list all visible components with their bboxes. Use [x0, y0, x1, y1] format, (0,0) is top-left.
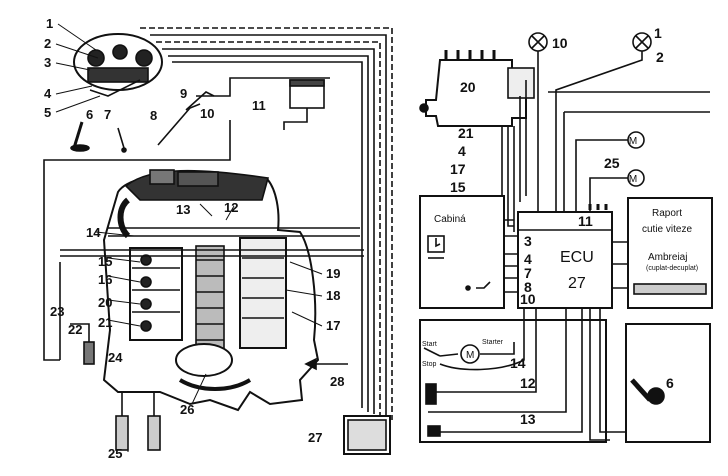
callout-3: 3	[44, 55, 51, 70]
callout-lamp-1: 1	[654, 25, 662, 41]
clutch-title: Ambreiaj	[648, 252, 687, 263]
callout-16: 16	[98, 272, 112, 287]
callout-7: 7	[104, 107, 111, 122]
callout-24: 24	[108, 350, 123, 365]
motor-symbol-2: M	[629, 174, 637, 185]
callout-21: 21	[98, 315, 112, 330]
callout-wire-4: 4	[458, 143, 466, 159]
callout-2: 2	[44, 36, 51, 51]
ecu-pin-10: 10	[520, 291, 536, 307]
starter-start: Start	[422, 341, 437, 348]
callout-wire-13: 13	[520, 411, 536, 427]
ecu-pin-8: 8	[524, 279, 532, 295]
callout-10: 10	[200, 106, 214, 121]
starter-label: Starter	[482, 339, 504, 346]
clutch-subtitle: (cuplat-decuplat)	[646, 265, 698, 272]
starter-stop: Stop	[422, 361, 437, 368]
callout-wire-15: 15	[450, 179, 466, 195]
ecu-pin-3: 3	[524, 233, 532, 249]
callout-motor-25: 25	[604, 155, 620, 171]
callout-17: 17	[326, 318, 340, 333]
callout-lamp-10: 10	[552, 35, 568, 51]
callout-pump-20: 20	[460, 79, 476, 95]
ecu-pin-4: 4	[524, 251, 532, 267]
callout-22: 22	[68, 322, 82, 337]
callout-lever-6: 6	[666, 375, 674, 391]
callout-9: 9	[180, 86, 187, 101]
left-callout-labels: 1 2 3 4 5 6 7 8 9 10 11 12 13 14 15 16 1…	[44, 16, 344, 461]
callout-wire-17: 17	[450, 161, 466, 177]
callout-5: 5	[44, 105, 51, 120]
callout-wire-21: 21	[458, 125, 474, 141]
cabin-title: Cabiná	[434, 214, 466, 225]
callout-15: 15	[98, 254, 112, 269]
motor-symbol-1: M	[629, 136, 637, 147]
callout-1: 1	[46, 16, 53, 31]
callout-starter-14: 14	[510, 355, 526, 371]
right-callout-labels: 20 10 1 2 21 4 17 15 25 M M 11 3 4 7 8 1…	[422, 25, 698, 427]
starter-motor-symbol: M	[466, 350, 474, 361]
callout-6: 6	[86, 107, 93, 122]
gearbox-line2: cutie viteze	[642, 224, 692, 235]
ecu-pin-7: 7	[524, 265, 532, 281]
callout-12: 12	[224, 200, 238, 215]
callout-19: 19	[326, 266, 340, 281]
callout-26: 26	[180, 402, 194, 417]
callout-25: 25	[108, 446, 122, 461]
callout-4: 4	[44, 86, 52, 101]
left-leader-lines	[55, 23, 323, 452]
callout-8: 8	[150, 108, 157, 123]
callout-23: 23	[50, 304, 64, 319]
callout-27: 27	[308, 430, 322, 445]
gearbox-line1: Raport	[652, 208, 682, 219]
ecu-schematic	[419, 32, 713, 443]
ecu-number: 27	[568, 275, 586, 292]
callout-18: 18	[326, 288, 340, 303]
engine-illustration	[43, 27, 393, 455]
callout-14: 14	[86, 225, 101, 240]
callout-11: 11	[252, 98, 266, 113]
ecu-pin-11: 11	[578, 213, 593, 229]
callout-28: 28	[330, 374, 344, 389]
callout-wire-12: 12	[520, 375, 536, 391]
callout-13: 13	[176, 202, 190, 217]
ecu-title: ECU	[560, 249, 594, 266]
callout-20: 20	[98, 295, 112, 310]
callout-lamp-2: 2	[656, 49, 664, 65]
